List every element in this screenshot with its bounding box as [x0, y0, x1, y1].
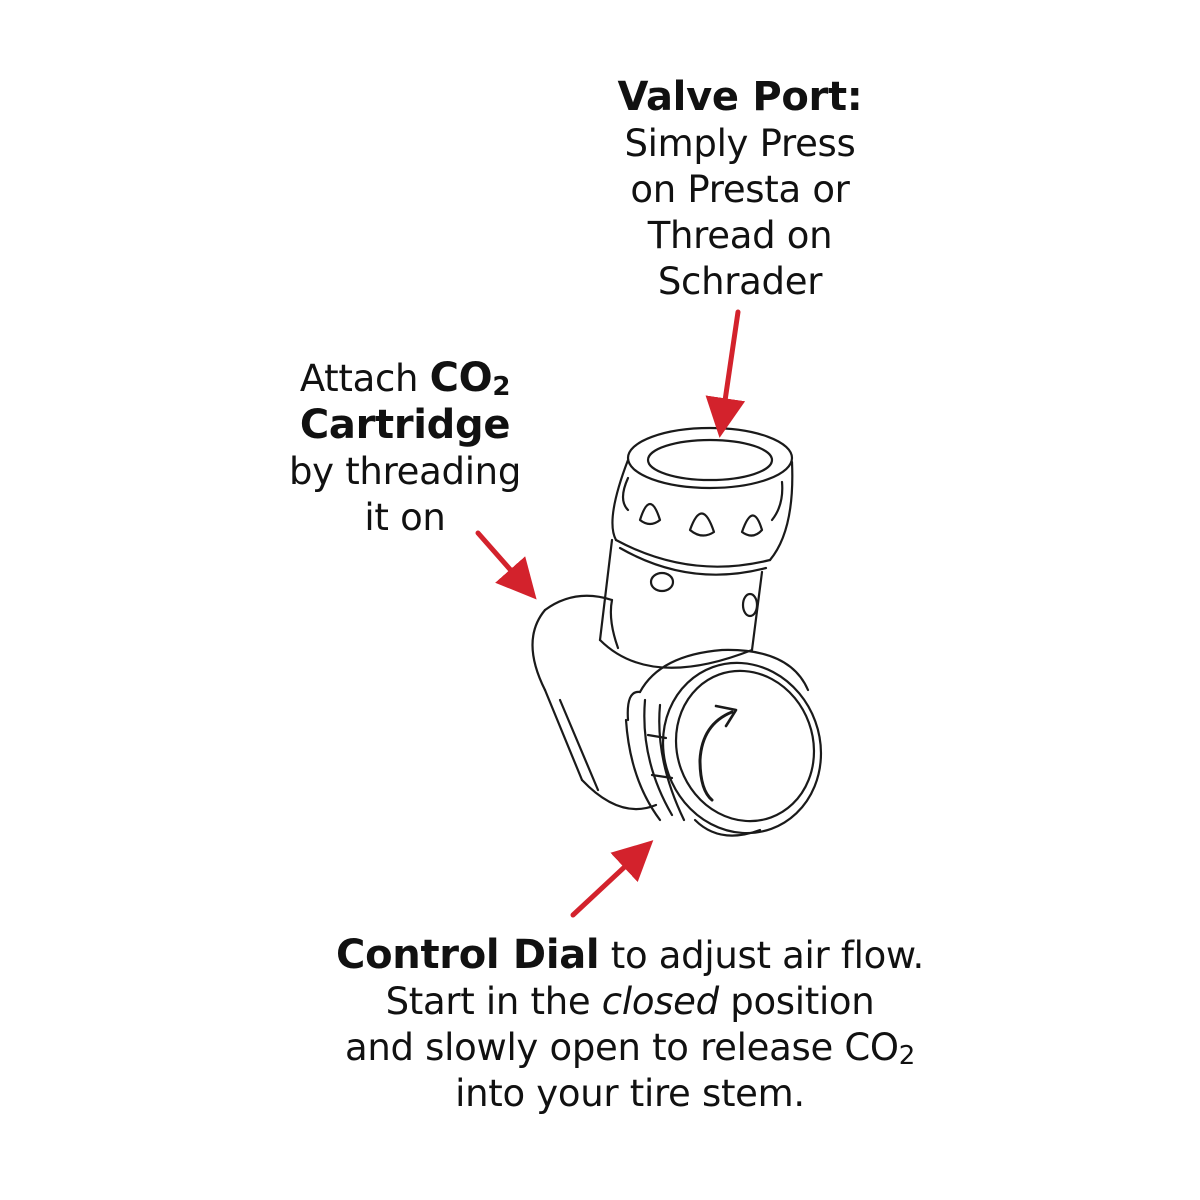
co2-bold-co: CO [429, 355, 493, 401]
valve-port-title: Valve Port: [617, 74, 863, 120]
valve-cap [611, 426, 794, 576]
control-dial-title-rest: to adjust air flow. [599, 934, 924, 977]
body-tube [531, 594, 658, 811]
co2-bold-sub: 2 [492, 372, 511, 402]
control-dial-knob [661, 661, 823, 837]
control-dial-label: Control Dial to adjust air flow. Start i… [290, 932, 970, 1117]
valve-port-line-1: Simply Press [624, 122, 856, 165]
arrow-icon-co2 [475, 530, 537, 600]
control-dial-line3: and slowly open to release CO [345, 1026, 899, 1069]
control-dial-line3-sub: 2 [898, 1041, 916, 1071]
valve-port-line-2: on Presta or [630, 168, 850, 211]
valve-port-label: Valve Port: Simply Press on Presta or Th… [560, 74, 920, 305]
arrow-icon-valve-port [705, 309, 746, 438]
co2-prefix: Attach [299, 357, 430, 400]
control-dial-line2-pre: Start in the [385, 980, 602, 1023]
hex-nut [624, 648, 810, 822]
neck-left-edge [598, 538, 614, 642]
co2-line-1: by threading [288, 450, 522, 493]
co2-cartridge-word: Cartridge [299, 402, 511, 448]
control-dial-title: Control Dial [336, 932, 600, 978]
control-dial-line2-post: position [718, 980, 875, 1023]
control-dial-line2-italic: closed [601, 980, 719, 1023]
co2-cartridge-label: Attach CO2 Cartridge by threading it on [250, 355, 560, 541]
valve-port-line-3: Thread on [647, 214, 833, 257]
arrow-icon-control-dial [570, 840, 654, 918]
valve-port-line-4: Schrader [657, 260, 823, 303]
co2-line-2: it on [364, 496, 446, 539]
control-dial-line4: into your tire stem. [455, 1072, 805, 1115]
